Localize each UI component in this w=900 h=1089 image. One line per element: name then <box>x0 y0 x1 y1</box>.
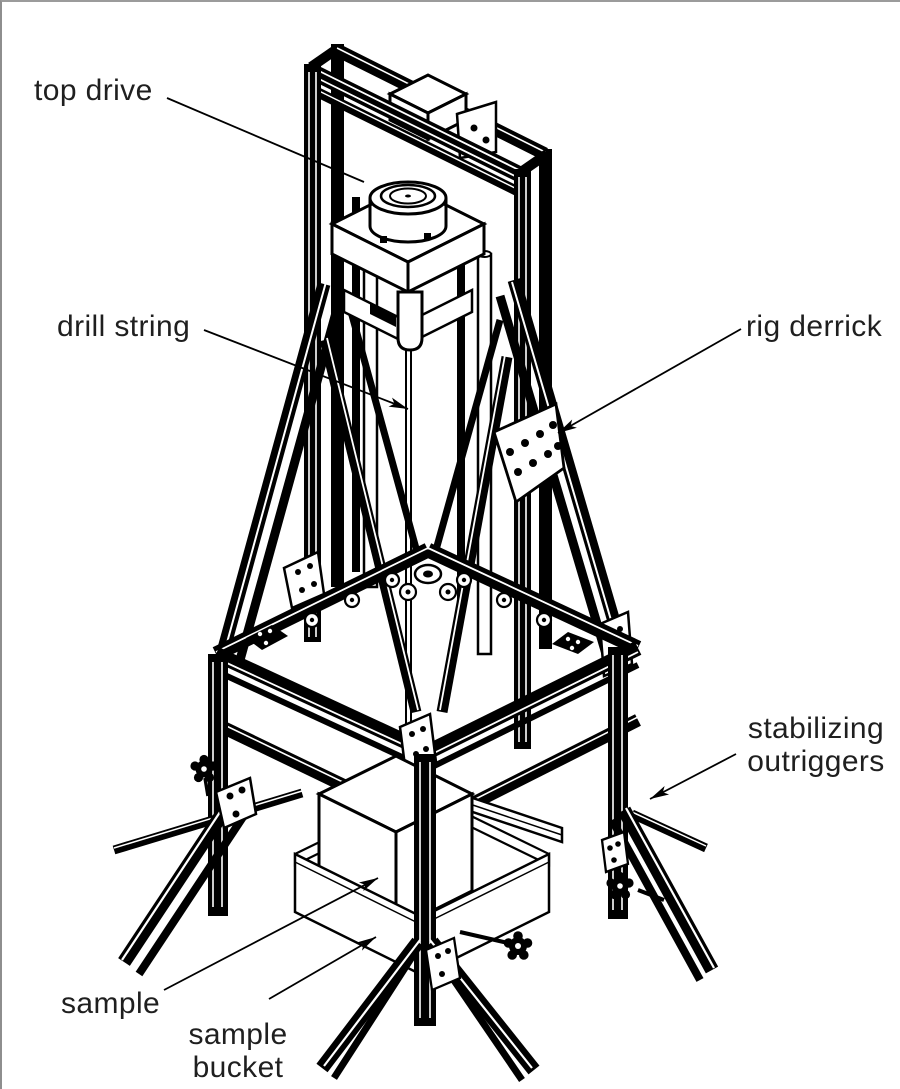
label-rig-derrick: rig derrick <box>746 310 883 343</box>
label-sample: sample <box>61 987 161 1020</box>
leader-rig-derrick <box>557 328 742 434</box>
label-top-drive: top drive <box>34 74 153 107</box>
label-drill-string: drill string <box>57 310 191 343</box>
leader-stabilizing-outriggers <box>649 753 737 800</box>
leader-drill-string <box>203 329 409 410</box>
left-outriggers <box>112 776 304 977</box>
star-knob-right <box>606 871 665 902</box>
front-outriggers <box>316 936 540 1082</box>
star-knob-left <box>190 754 218 797</box>
gusset-plate-right-brace <box>492 401 566 505</box>
label-sample-bucket-line1: sample <box>188 1018 288 1051</box>
leader-sample-bucket <box>268 936 377 1000</box>
derrick-top-beams <box>305 62 527 199</box>
left-leg <box>208 654 228 916</box>
label-sample-bucket: sample bucket <box>182 1018 294 1084</box>
label-sample-bucket-line2: bucket <box>192 1051 284 1084</box>
right-outriggers <box>600 806 719 982</box>
label-stabilizing-outriggers-line2: outriggers <box>747 745 885 778</box>
label-stabilizing-outriggers: stabilizing outriggers <box>742 712 890 778</box>
label-stabilizing-outriggers-line1: stabilizing <box>747 712 885 745</box>
star-knob-front <box>459 930 533 960</box>
carriage-guide-rails <box>352 197 465 602</box>
leader-top-drive <box>166 97 365 183</box>
top-drive-assembly <box>328 180 488 352</box>
leader-sample <box>163 877 379 991</box>
table-bolt-rings <box>303 563 553 629</box>
